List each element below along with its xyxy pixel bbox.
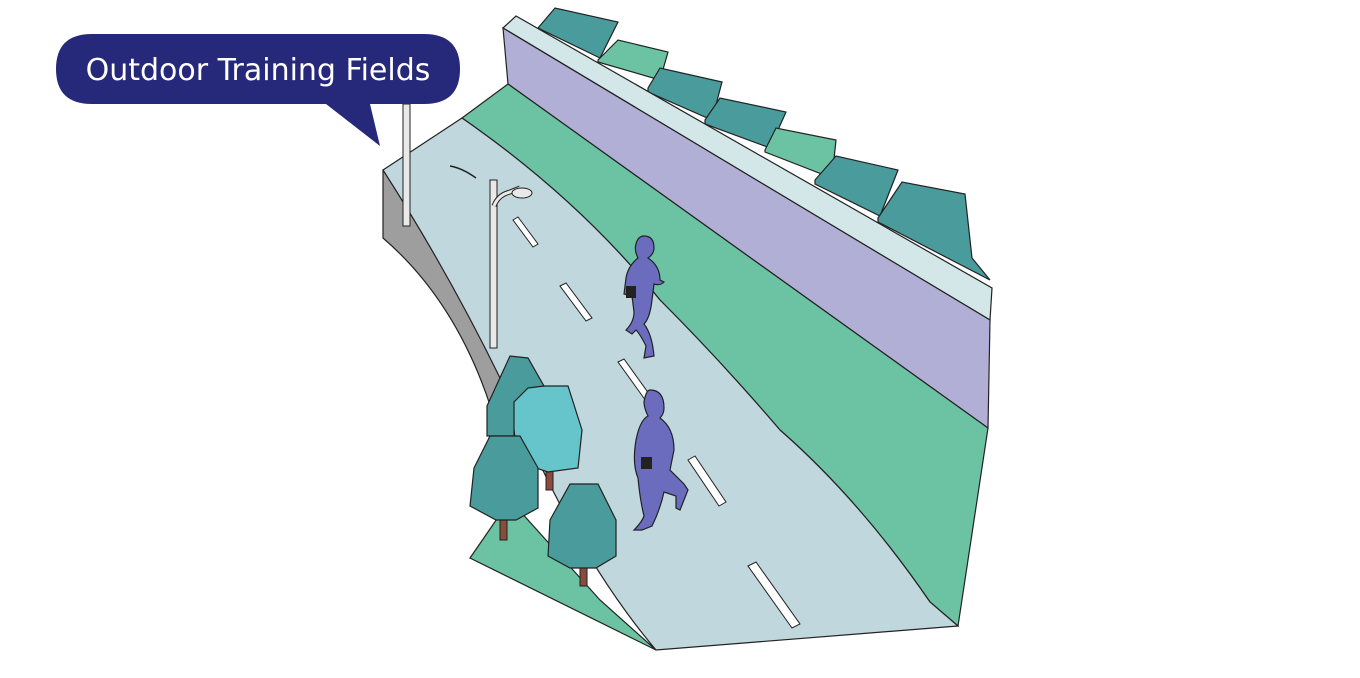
tree <box>547 483 617 587</box>
lamp-post <box>489 179 533 349</box>
lane-dash <box>687 455 727 507</box>
lane-dash <box>512 216 539 248</box>
runner <box>632 389 689 531</box>
callout: Outdoor Training Fields <box>56 34 460 146</box>
tree <box>469 435 539 541</box>
lane-dash <box>449 165 477 179</box>
hedge-bush <box>814 155 899 217</box>
runner <box>623 235 666 359</box>
hedge-bush <box>537 7 619 59</box>
lane-dash <box>559 282 593 322</box>
callout-label: Outdoor Training Fields <box>86 53 431 88</box>
lane-markings <box>449 165 801 629</box>
hedge <box>537 7 991 281</box>
hedge-bush <box>877 181 991 281</box>
callout-bubble <box>56 34 460 146</box>
hedge-bush <box>597 39 669 81</box>
lamp-post <box>402 103 411 227</box>
lane-dash <box>747 561 801 629</box>
